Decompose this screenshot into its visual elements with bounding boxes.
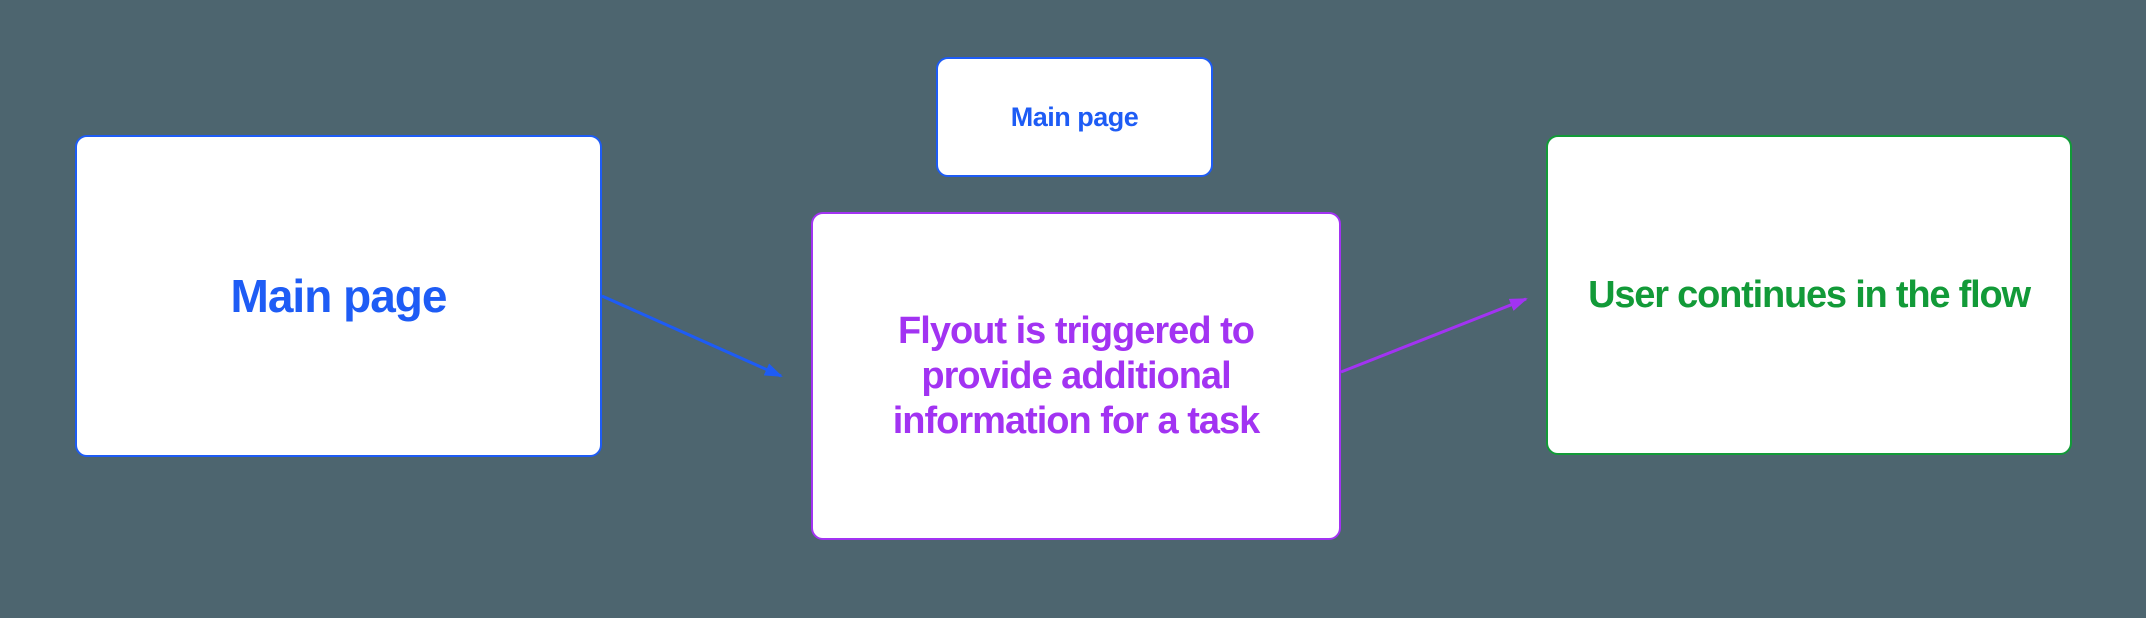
arrow-flyout-to-continue[interactable] — [1340, 297, 1528, 374]
arrow-main-to-flyout[interactable] — [601, 294, 783, 378]
node-user-continues[interactable]: User continues in the flow — [1546, 135, 2072, 455]
node-main-page[interactable]: Main page — [75, 135, 602, 457]
node-user-continues-label: User continues in the flow — [1588, 273, 2031, 316]
node-main-page-small-label: Main page — [1010, 101, 1139, 132]
node-flyout[interactable]: Flyout is triggered to provide additiona… — [811, 212, 1341, 540]
node-flyout-label: Flyout is triggered to provide additiona… — [892, 309, 1261, 442]
node-main-page-small[interactable]: Main page — [936, 57, 1213, 177]
node-main-page-label: Main page — [230, 270, 448, 322]
